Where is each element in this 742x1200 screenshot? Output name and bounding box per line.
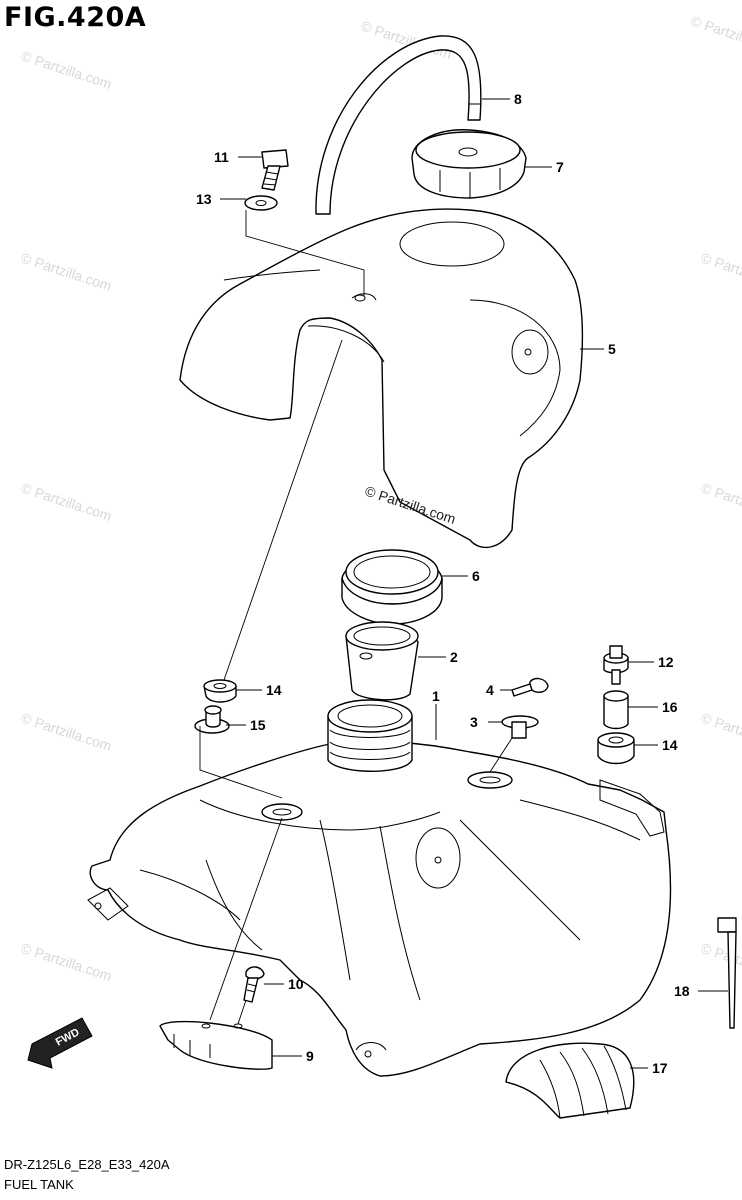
callout-14-right: 14 [662,737,678,753]
part-18-cable-tie [717,917,737,1029]
part-1-filler-neck [327,699,413,772]
callout-10: 10 [288,976,304,992]
part-14-grommet-left [203,679,237,703]
callout-1: 1 [432,688,440,704]
part-6-filler-ring [341,549,443,625]
callout-17: 17 [652,1060,668,1076]
callout-2: 2 [450,649,458,665]
watermark: © Partzilla.com [699,480,742,524]
model-code: DR-Z125L6_E28_E33_420A [4,1157,170,1172]
callout-6: 6 [472,568,480,584]
watermark: © Partzilla.com [19,940,114,984]
callout-18: 18 [674,983,690,999]
watermark: © Partzilla.com [19,480,114,524]
part-1-left-boss [261,803,303,821]
watermark: © Partzilla.com [689,13,742,57]
part-13-washer [244,195,278,211]
part-4-screw [511,677,549,697]
part-11-bolt [261,149,289,191]
callout-4: 4 [486,682,494,698]
watermark: © Partzilla.com [19,250,114,294]
callout-15: 15 [250,717,266,733]
part-14-grommet-right [597,732,635,765]
part-9-bracket [159,1020,273,1070]
watermark: © Partzilla.com [699,250,742,294]
part-17-cushion [505,1042,635,1119]
assembly-lines [199,210,513,1025]
watermark: © Partzilla.com [19,48,114,92]
callout-16: 16 [662,699,678,715]
part-16-spacer [603,690,629,730]
part-5-shroud [179,208,584,549]
figure-title: FIG.420A [4,2,147,33]
watermark: © Partzilla.com [699,710,742,754]
leader-lines [220,98,728,1069]
part-8-breather-hose [315,35,482,215]
fwd-arrow: FWD [27,1017,93,1069]
part-1-mount-boss [467,771,513,789]
callout-5: 5 [608,341,616,357]
callout-13: 13 [196,191,212,207]
callout-14-left: 14 [266,682,282,698]
callout-11: 11 [214,149,229,165]
part-12-bolt [603,645,629,685]
callout-12: 12 [658,654,674,670]
callout-9: 9 [306,1048,314,1064]
part-3-nut [501,715,539,739]
callout-7: 7 [556,159,564,175]
callout-8: 8 [514,91,522,107]
watermark: © Partzilla.com [19,710,114,754]
part-15-collar [194,705,230,734]
callout-3: 3 [470,714,478,730]
part-7-fuel-cap [411,129,527,199]
part-10-screw [243,966,265,1003]
callout-labels: 8 7 11 13 5 6 2 14 15 4 3 1 12 16 14 10 … [196,91,690,1076]
part-2-filler-sleeve [345,621,419,701]
figure-caption: FUEL TANK [4,1177,74,1192]
